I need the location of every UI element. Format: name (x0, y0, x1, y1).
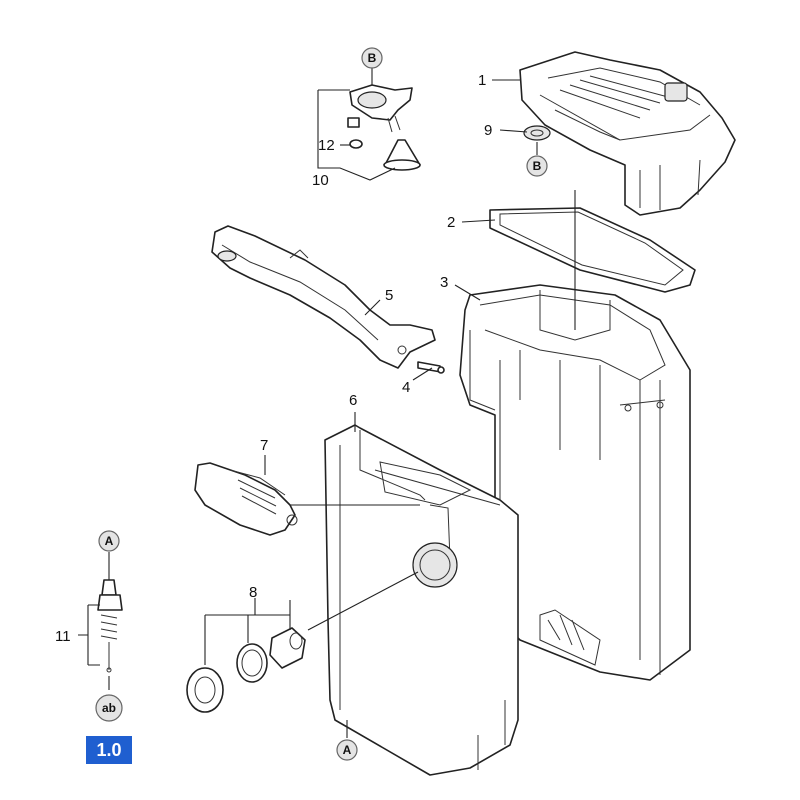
svg-text:1.0: 1.0 (96, 740, 121, 760)
svg-text:B: B (533, 159, 542, 173)
svg-text:A: A (105, 534, 114, 548)
callout-a-bottom: A (336, 739, 358, 761)
part-label-8: 8 (249, 584, 257, 601)
part-number-labels: 1 2 3 4 5 6 7 8 9 10 11 12 (55, 72, 492, 645)
part-12-washer (347, 117, 363, 149)
part-label-10: 10 (312, 172, 329, 189)
part-label-11: 11 (55, 628, 71, 645)
part-10-cone (383, 139, 421, 171)
svg-text:A: A (343, 743, 352, 757)
callout-b-right: B (526, 155, 548, 177)
callout-a-top: A (98, 530, 120, 552)
part-handle-insert (194, 462, 298, 536)
part-label-7: 7 (260, 437, 268, 454)
part-label-12: 12 (318, 137, 335, 154)
svg-text:B: B (368, 51, 377, 65)
part-front-cover (324, 424, 519, 776)
part-handle (211, 225, 436, 369)
part-lid (519, 51, 736, 216)
part-screw (417, 361, 445, 374)
part-label-3: 3 (440, 274, 448, 291)
callout-b-top: B (361, 47, 383, 69)
part-9-seal (523, 125, 551, 141)
part-clip (349, 84, 413, 133)
part-11-spring-valve (97, 579, 123, 673)
part-valve-assembly (186, 627, 306, 713)
callout-ab: ab (95, 694, 123, 722)
part-label-9: 9 (484, 122, 492, 139)
part-gasket (489, 207, 696, 293)
svg-text:ab: ab (102, 701, 116, 715)
version-badge: 1.0 (86, 736, 132, 764)
part-label-6: 6 (349, 392, 357, 409)
part-label-5: 5 (385, 287, 393, 304)
part-label-1: 1 (478, 72, 486, 89)
part-label-2: 2 (447, 214, 455, 231)
part-label-4: 4 (402, 379, 410, 396)
leader-lines (78, 68, 576, 738)
